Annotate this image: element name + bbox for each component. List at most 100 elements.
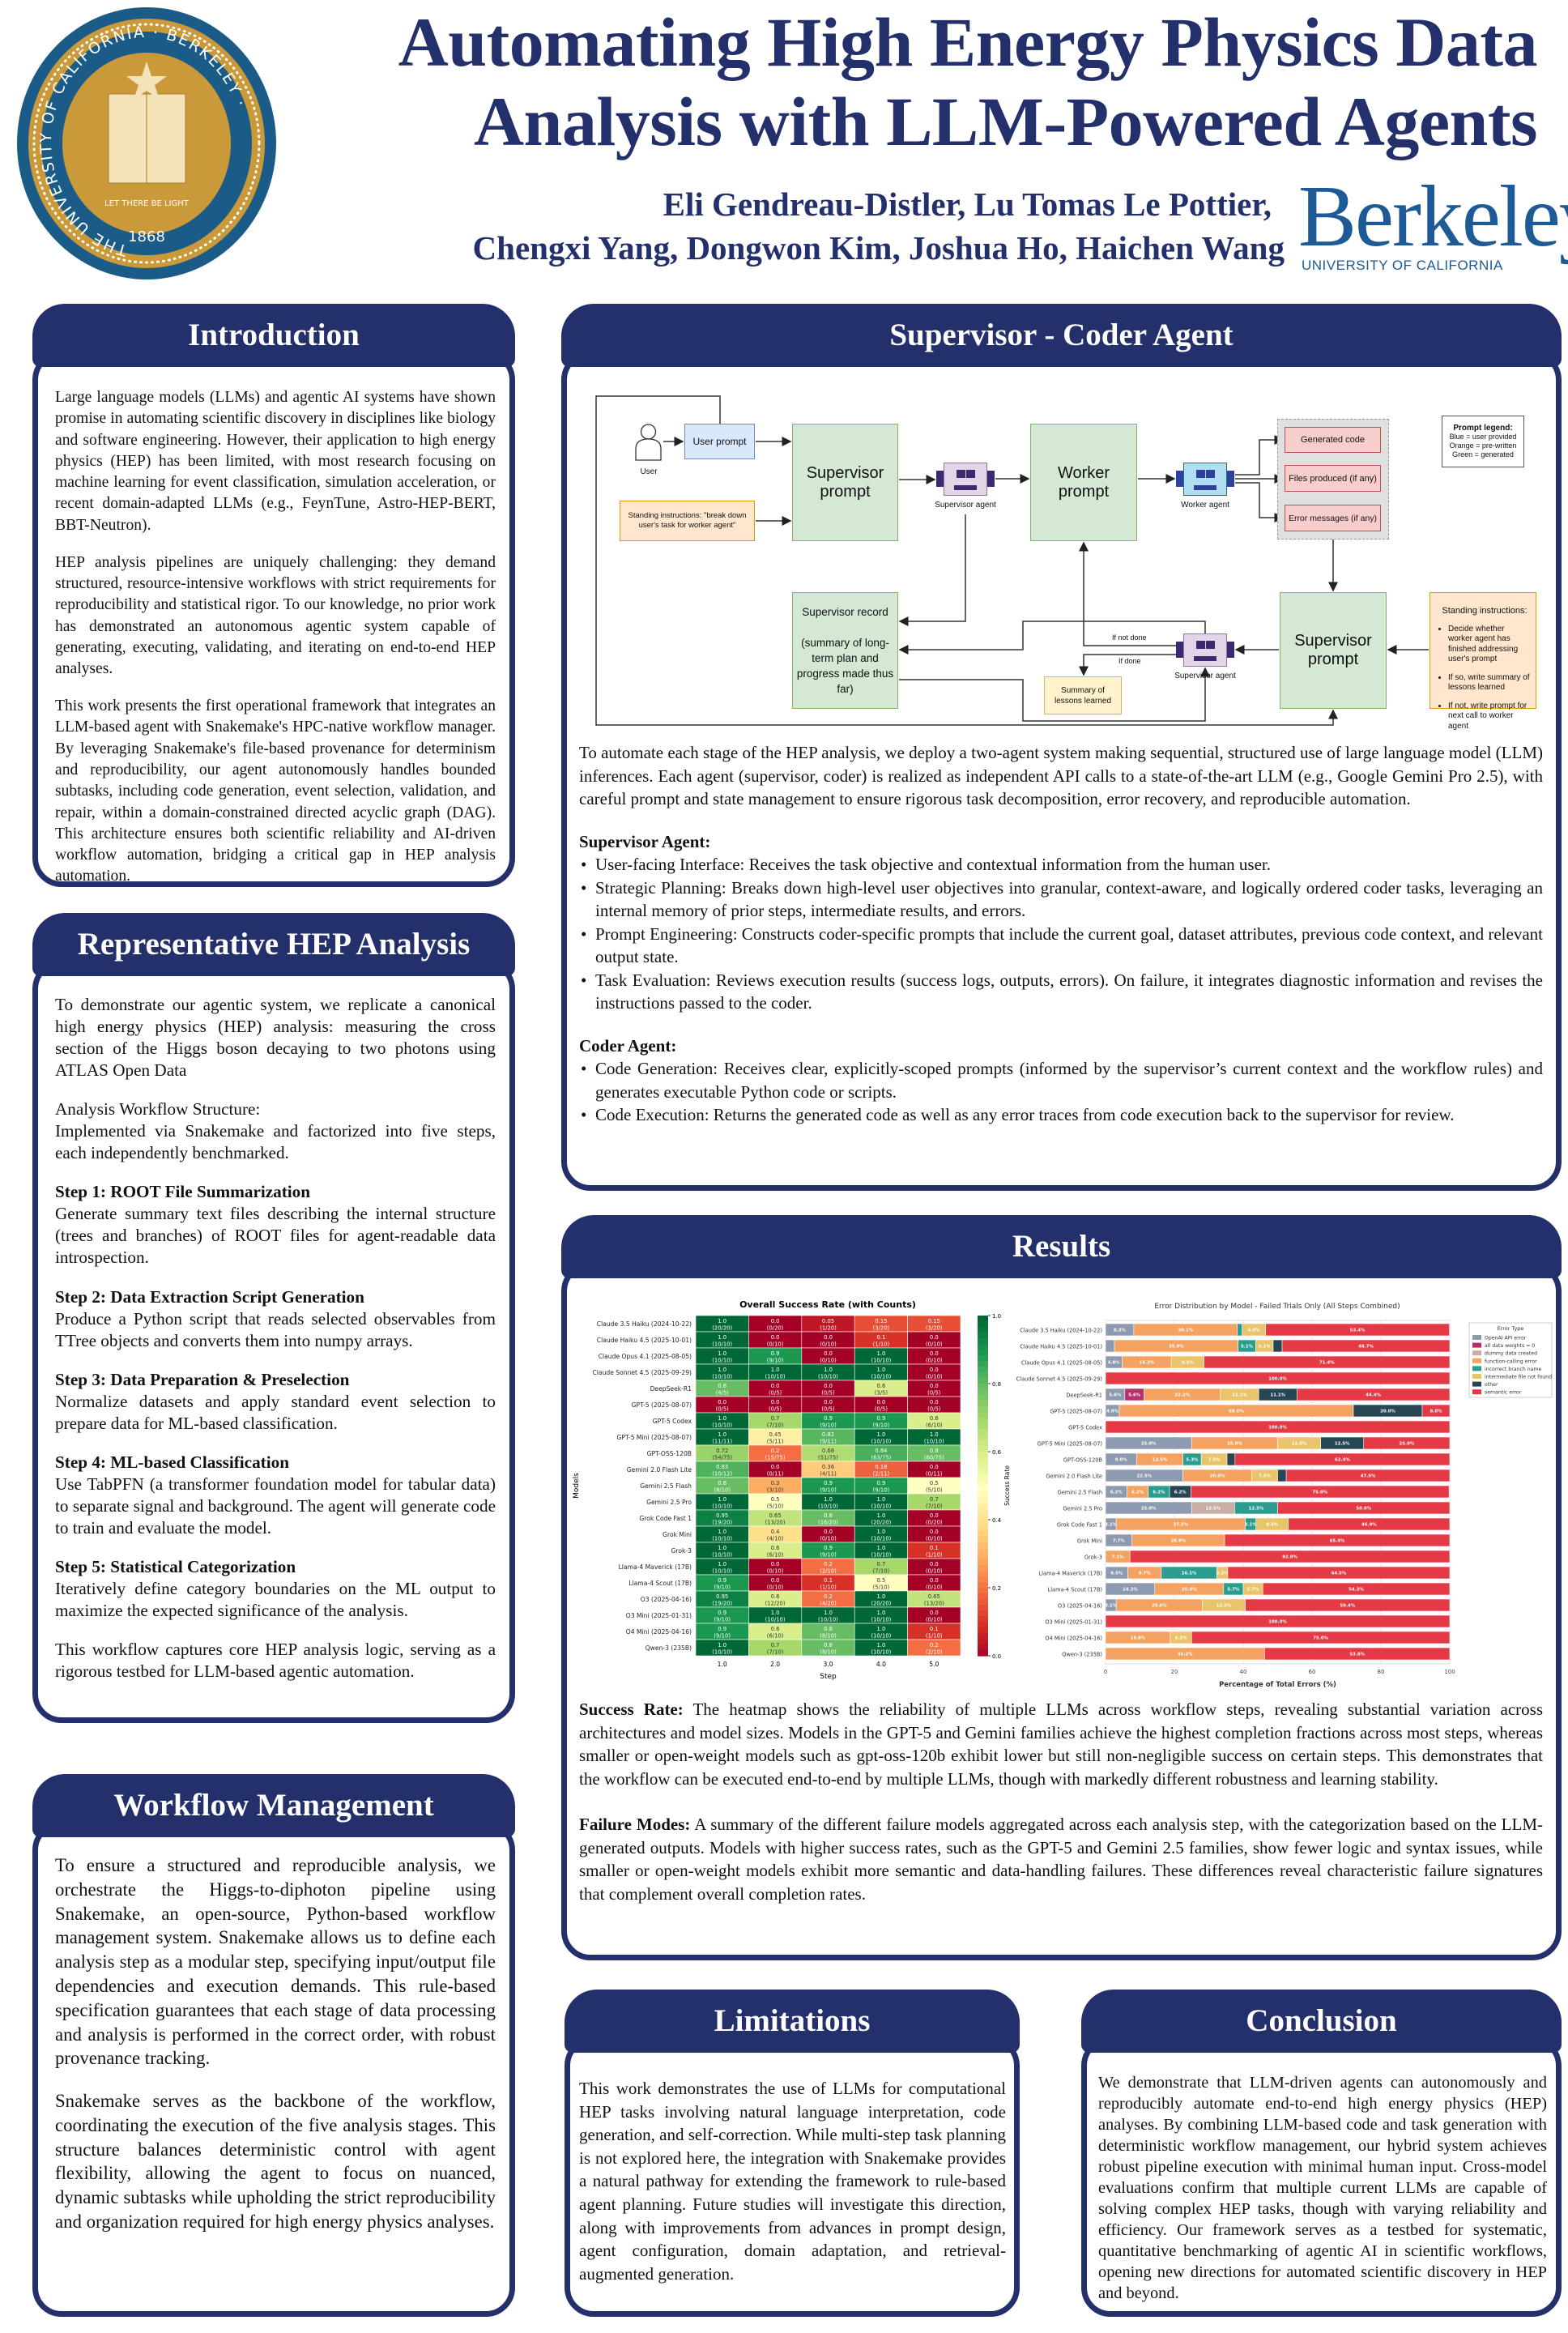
standing-title: Standing instructions: [1442, 606, 1528, 616]
limitations-text: This work demonstrates the use of LLMs f… [579, 2079, 1006, 2284]
colorbar-segment [978, 1452, 988, 1458]
success-rate-heatmap: Overall Success Rate (with Counts)Claude… [573, 1299, 1011, 1681]
legend-line: Green = generated [1452, 450, 1514, 458]
heatmap-cell-value: 0.0 [824, 1334, 833, 1341]
heatmap-cell-value: 1.0 [718, 1431, 726, 1438]
bar-segment-label: 100.0% [1268, 1377, 1287, 1382]
heatmap-cell-value: 0.6 [876, 1383, 885, 1389]
x-tick-label: 40 [1240, 1669, 1247, 1675]
heatmap-cell-value: 0.6 [771, 1593, 780, 1600]
heatmap-cell-count: (10/10) [924, 1439, 944, 1445]
heatmap-cell-count: (10/10) [871, 1552, 891, 1559]
heatmap-cell-count: (1/20) [820, 1325, 837, 1332]
bar-segment [1227, 1566, 1451, 1580]
colorbar-segment [978, 1582, 988, 1589]
bar-segment-label: 3.1% [1105, 1523, 1118, 1528]
colorbar-segment [978, 1605, 988, 1611]
heatmap-cell-value: 1.0 [876, 1529, 885, 1535]
heatmap-row-label: DeepSeek-R1 [650, 1385, 692, 1393]
bar-segment-label: 30.1% [1178, 1329, 1193, 1333]
heatmap-cell-value: 0.8 [824, 1626, 833, 1632]
colorbar-segment [978, 1548, 988, 1555]
heatmap-cell-value: 0.8 [718, 1480, 726, 1486]
heatmap-cell-count: (10/10) [712, 1552, 732, 1559]
heatmap-cell-value: 0.68 [822, 1448, 834, 1454]
colorbar-segment [978, 1327, 988, 1333]
bar-segment-label: 48.7% [1358, 1345, 1374, 1350]
heatmap-cell-count: (10/10) [871, 1503, 891, 1510]
authors-line-1: Eli Gendreau-Distler, Lu Tomas Le Pottie… [663, 186, 1272, 223]
heatmap-cell-count: (5/10) [767, 1503, 784, 1510]
colorbar-segment [978, 1639, 988, 1645]
bar-category-label: GPT-5 Codex [1068, 1425, 1102, 1431]
step-text: Produce a Python script that reads selec… [55, 1308, 496, 1350]
record-title: Supervisor record [802, 606, 888, 618]
bar-segment-label: 64.5% [1332, 1572, 1347, 1576]
heatmap-cell-count: (0/11) [767, 1471, 784, 1478]
heatmap-cell-count: (7/10) [873, 1568, 890, 1575]
heatmap-row-label: Qwen-3 (235B) [646, 1644, 692, 1652]
bar-segment-label: 6.8% [1248, 1329, 1261, 1333]
bar-segment-label: 9.7% [1139, 1572, 1152, 1576]
bar-segment-label: 6.2% [1174, 1491, 1187, 1495]
paragraph: To automate each stage of the HEP analys… [579, 743, 1543, 808]
heatmap-cell-count: (10/10) [871, 1439, 891, 1445]
heatmap-cell-count: (0/10) [820, 1341, 837, 1348]
heatmap-cell-count: (0/10) [926, 1584, 943, 1591]
section-heading: Introduction [32, 304, 515, 367]
step-text: Normalize datasets and apply standard ev… [55, 1391, 496, 1433]
bar-segment [1265, 1323, 1450, 1337]
bar-category-label: GPT-OSS-120B [1063, 1457, 1103, 1464]
step-text: Iteratively define category boundaries o… [55, 1579, 496, 1621]
heatmap-cell-value: 1.0 [718, 1367, 726, 1373]
bar-segment-label: 5.6% [1109, 1393, 1122, 1398]
paragraph: Implemented via Snakemake and factorized… [55, 1121, 496, 1163]
heatmap-cell-count: (10/10) [818, 1617, 838, 1623]
heatmap-cell-count: (10/10) [712, 1422, 732, 1429]
heatmap-cell-count: (10/10) [765, 1617, 786, 1623]
heatmap-cell-value: 1.0 [771, 1610, 780, 1616]
heatmap-cell-count: (10/10) [712, 1374, 732, 1380]
standing-instructions-box: Standing instructions: "break down user'… [620, 501, 755, 541]
bar-segment-label: 7.7% [1113, 1539, 1126, 1544]
heatmap-cell-count: (10/10) [871, 1649, 891, 1656]
heatmap-cell-count: (12/20) [765, 1601, 786, 1607]
heatmap-cell-count: (7/10) [767, 1422, 784, 1429]
x-tick-label: 20 [1171, 1669, 1178, 1675]
colorbar-segment [978, 1418, 988, 1424]
colorbar-tick-label: 0.2 [992, 1585, 1001, 1592]
legend-swatch [1472, 1335, 1481, 1340]
heatmap-cell-value: 1.0 [876, 1512, 885, 1519]
bar-segment [1204, 1355, 1451, 1369]
heatmap-cell-count: (0/11) [926, 1471, 943, 1478]
heatmap-cell-value: 0.36 [822, 1464, 834, 1470]
heatmap-cell-value: 0.0 [718, 1399, 726, 1405]
colorbar-segment [978, 1531, 988, 1538]
heatmap-row-label: Claude Sonnet 4.5 (2025-09-29) [593, 1369, 692, 1376]
bar-segment [1272, 1339, 1283, 1353]
supervisor-agent-label-2: Supervisor agent [1174, 672, 1236, 680]
heatmap-cell-count: (3/20) [926, 1325, 943, 1332]
heatmap-cell-value: 0.18 [875, 1464, 887, 1470]
conclusion-text: We demonstrate that LLM-driven agents ca… [1098, 2074, 1547, 2302]
heatmap-cell-count: (63/75) [871, 1455, 891, 1461]
bar-segment-label: 92.9% [1282, 1555, 1297, 1560]
colorbar-tick-label: 0.4 [992, 1517, 1002, 1524]
paragraph: HEP analysis pipelines are uniquely chal… [55, 553, 496, 678]
heatmap-cell-value: 0.15 [928, 1318, 940, 1324]
heatmap-cell-value: 0.0 [771, 1318, 780, 1324]
heatmap-cell-count: (0/10) [767, 1568, 784, 1575]
bar-category-label: O3 (2025-04-16) [1058, 1603, 1102, 1610]
bar-segment-label: 54.3% [1349, 1588, 1364, 1593]
bar-category-label: Claude Opus 4.1 (2025-08-05) [1021, 1360, 1102, 1367]
legend-box [1468, 1322, 1553, 1398]
heatmap-cell-value: 0.0 [824, 1350, 833, 1357]
heatmap-cell-value: 0.84 [875, 1448, 887, 1454]
heatmap-cell-count: (8/10) [820, 1649, 837, 1656]
bar-segment [1277, 1469, 1287, 1482]
section-heading: Conclusion [1081, 1990, 1562, 2053]
heatmap-cell-count: (0/10) [820, 1536, 837, 1542]
bullet-item: User-facing Interface: Receives the task… [579, 853, 1543, 876]
bar-segment-label: 6.2% [1110, 1491, 1123, 1495]
heatmap-cell-count: (10/10) [712, 1649, 732, 1656]
